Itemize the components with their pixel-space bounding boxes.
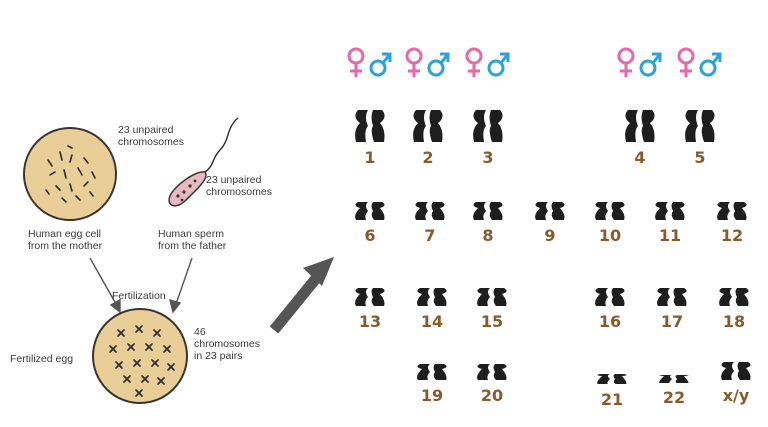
female-symbol-icon <box>347 47 365 77</box>
chromosome-pair <box>650 372 698 384</box>
female-symbol-icon <box>465 47 483 77</box>
chromosome-pair <box>464 200 512 222</box>
male-symbol-icon <box>487 52 510 77</box>
chromosome-number: 16 <box>598 312 622 331</box>
chromosome-number: 15 <box>480 312 504 331</box>
chromosome-pair <box>408 286 456 308</box>
sex-symbols <box>614 46 666 82</box>
male-symbol-icon <box>639 52 662 77</box>
chromosome-pair <box>646 200 694 222</box>
sex-symbols <box>402 46 454 82</box>
chromosome-pair <box>588 372 636 386</box>
chromosome-pair <box>408 362 456 382</box>
fertilization-arrows <box>89 257 193 314</box>
chromosome-pair <box>464 108 512 144</box>
chromosome-number: 12 <box>720 226 744 245</box>
sperm-caption: Human sperm from the father <box>158 228 227 252</box>
chromosome-pair <box>346 200 394 222</box>
sex-symbols <box>462 46 514 82</box>
chromosome-pair <box>404 108 452 144</box>
male-symbol-icon <box>699 52 722 77</box>
egg-cell <box>23 127 117 221</box>
chromosome-number: 9 <box>544 226 556 245</box>
chromosome-pair <box>648 286 696 308</box>
chromosome-pair <box>586 286 634 308</box>
sperm-chromosome-count: 23 unpaired chromosomes <box>206 174 272 198</box>
sex-symbols <box>674 46 726 82</box>
chromosome-pair <box>586 200 634 222</box>
chromosome-number: 17 <box>660 312 684 331</box>
chromosome-pair <box>616 108 664 144</box>
chromosome-number: 21 <box>600 390 624 409</box>
arrow-icon <box>269 257 334 334</box>
zygote-chromosome-count: 46 chromosomes in 23 pairs <box>194 326 260 362</box>
chromosome-number: 13 <box>358 312 382 331</box>
fertilized-egg <box>92 308 188 404</box>
fertilization-label: Fertilization <box>112 290 166 302</box>
sperm-icon <box>168 117 239 207</box>
chromosome-number: 5 <box>694 148 706 167</box>
chromosome-number: 10 <box>598 226 622 245</box>
female-symbol-icon <box>617 47 635 77</box>
female-symbol-icon <box>405 47 423 77</box>
chromosome-number: 4 <box>634 148 646 167</box>
egg-caption: Human egg cell from the mother <box>28 228 103 252</box>
male-symbol-icon <box>427 52 450 77</box>
chromosome-number: 19 <box>420 386 444 405</box>
fertilized-egg-label: Fertilized egg <box>10 353 74 365</box>
chromosome-number: 2 <box>422 148 434 167</box>
chromosome-pair <box>710 286 758 308</box>
chromosome-pair <box>406 200 454 222</box>
chromosome-number: 3 <box>482 148 494 167</box>
chromosome-number: 20 <box>480 386 504 405</box>
chromosome-number: 18 <box>722 312 746 331</box>
chromosome-number: 7 <box>424 226 436 245</box>
chromosome-number: 8 <box>482 226 494 245</box>
chromosome-pair <box>708 200 756 222</box>
female-symbol-icon <box>677 47 695 77</box>
chromosome-number: 14 <box>420 312 444 331</box>
chromosome-pair <box>712 360 760 382</box>
sex-symbols <box>344 46 396 82</box>
chromosome-number: 6 <box>364 226 376 245</box>
egg-chromosome-count: 23 unpaired chromosomes <box>118 124 184 148</box>
chromosome-pair <box>468 362 516 382</box>
chromosome-pair <box>468 286 516 308</box>
chromosome-number: 1 <box>364 148 376 167</box>
chromosome-pair <box>676 108 724 144</box>
chromosome-number: 22 <box>662 388 686 407</box>
male-symbol-icon <box>369 52 392 77</box>
chromosome-pair <box>346 286 394 308</box>
chromosome-number: 11 <box>658 226 682 245</box>
chromosome-pair <box>346 108 394 144</box>
chromosome-pair <box>526 200 574 222</box>
chromosome-number: x/y <box>722 386 750 405</box>
